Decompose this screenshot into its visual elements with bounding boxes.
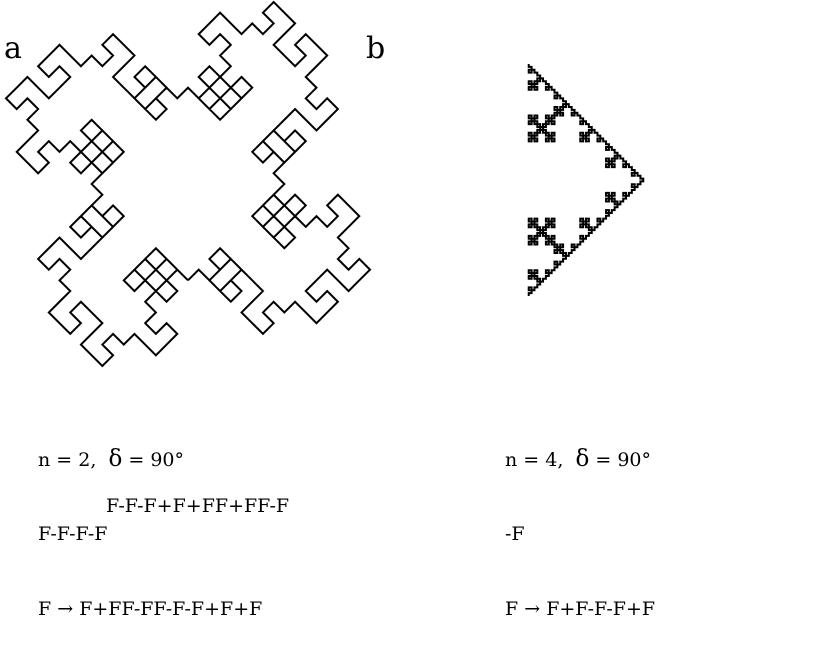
panel-b-rule: F → F+F-F-F+F (505, 597, 655, 622)
panel-b-params: n = 4, δ = 90° (505, 447, 655, 472)
fractal-path-a (4, 0, 372, 368)
panel-a-extra-rule: F-F-F+F+FF+FF-F (106, 495, 290, 517)
panel-a-rule-lhs: F (38, 598, 52, 620)
panel-b-rule-rhs: F+F-F-F+F (546, 598, 656, 620)
panel-a-rule-rhs: F+FF-FF-F-F+F+F (79, 598, 263, 620)
panel-b-delta-symbol: δ (575, 446, 590, 472)
lsystem-curve-a (4, 0, 372, 368)
panel-a-angle: = 90° (128, 449, 185, 471)
panel-b-n: n = 4, (505, 449, 564, 471)
panel-a-axiom: F-F-F-F (38, 523, 108, 545)
panel-a-n: n = 2, (38, 449, 97, 471)
lsystem-curve-b (527, 64, 645, 296)
panel-a-caption: n = 2, δ = 90° F-F-F-F F → F+FF-FF-F-F+F… (38, 397, 262, 647)
panel-b-caption: n = 4, δ = 90° -F F → F+F-F-F+F (505, 397, 655, 647)
panel-b-rule-lhs: F (505, 598, 519, 620)
panel-b-axiom: -F (505, 523, 525, 545)
panel-a-params: n = 2, δ = 90° (38, 447, 262, 472)
panel-a-arrow-icon: → (57, 598, 74, 620)
panel-b-label: b (366, 31, 386, 66)
panel-a-label: a (4, 31, 22, 66)
panel-b-arrow-icon: → (524, 598, 541, 620)
panel-a-rule: F → F+FF-FF-F-F+F+F (38, 597, 262, 622)
panel-b-angle: = 90° (595, 449, 652, 471)
fractal-path-b (527, 64, 645, 296)
panel-a-delta-symbol: δ (108, 446, 123, 472)
